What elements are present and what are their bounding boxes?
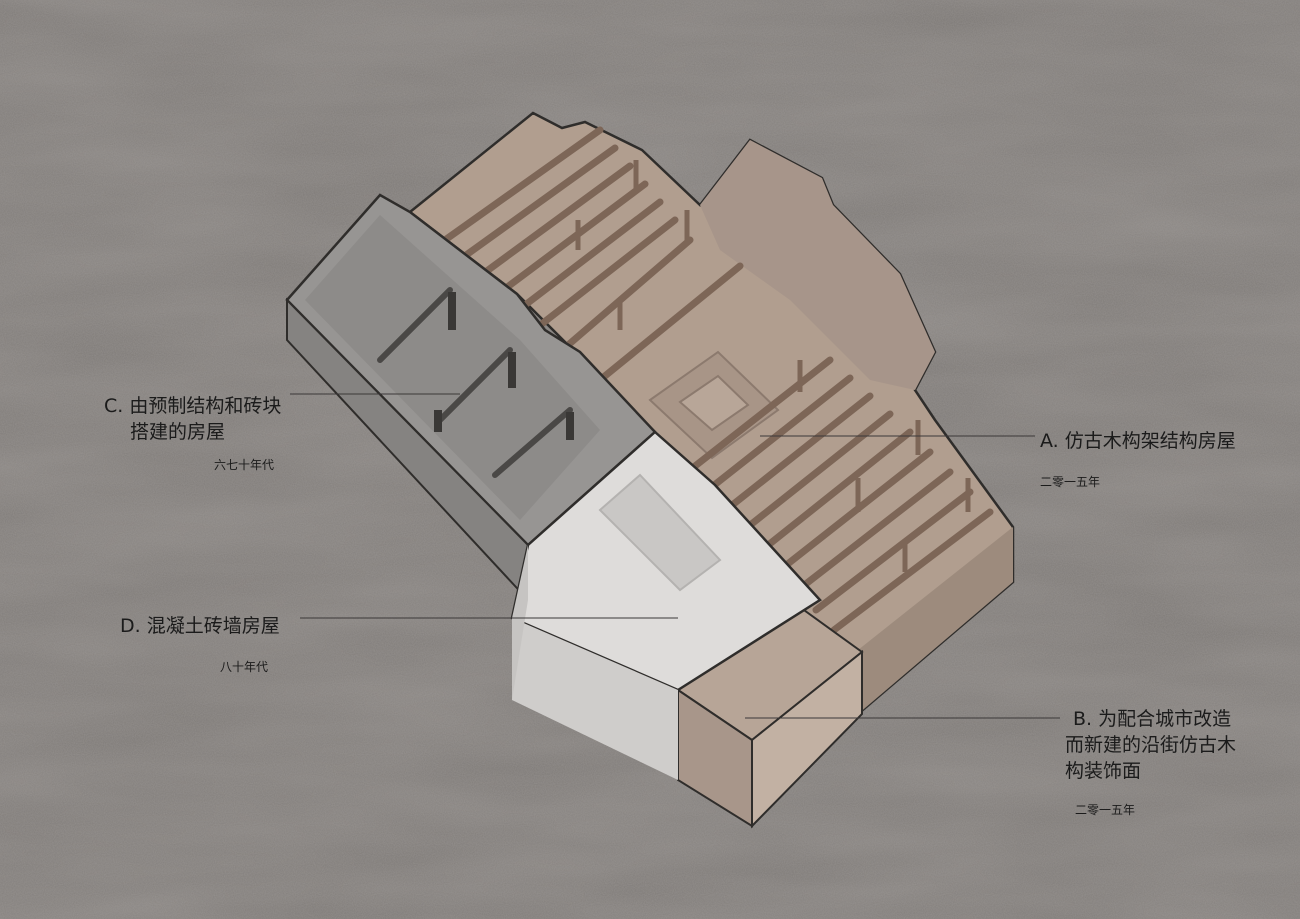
concrete-house-d [300,430,822,780]
prefab-house-c [285,193,657,603]
label-c-era: 六七十年代 [214,458,275,472]
concrete-house-side-wall [512,545,528,700]
label-d-title: D. 混凝土砖墙房屋 [120,615,280,637]
timber-house-right-wing [700,140,935,390]
label-b: B. 为配合城市改造 而新建的沿街仿古木 构装饰面 二零一五年 [1065,706,1236,818]
label-a-era: 二零一五年 [1040,475,1101,489]
concrete-house-front-wall [512,618,678,780]
label-c-title-line1: C. 由预制结构和砖块 [104,395,282,417]
label-b-title-line1: B. 为配合城市改造 [1073,708,1232,730]
prefab-house-inner-floor [305,215,600,520]
label-c: C. 由预制结构和砖块 搭建的房屋 六七十年代 [104,393,281,473]
timber-house-front-wall [858,527,1013,714]
label-b-title-line2: 而新建的沿街仿古木 [1065,734,1237,756]
timber-house-courtyard-inner [678,374,750,432]
label-d-era: 八十年代 [220,660,269,674]
timber-beams [441,126,994,634]
label-c-title-line2: 搭建的房屋 [130,421,226,443]
prefab-columns [434,292,574,440]
facade-side [751,649,863,829]
label-b-title-line3: 构装饰面 [1065,760,1142,782]
label-a: A. 仿古木构架结构房屋 二零一五年 [1040,428,1236,490]
label-d: D. 混凝土砖墙房屋 八十年代 [120,613,280,675]
label-b-era: 二零一五年 [1075,803,1136,817]
label-a-title: A. 仿古木构架结构房屋 [1040,430,1236,452]
timber-columns [575,160,971,572]
prefab-trusses [377,287,573,478]
concrete-house-stair [598,473,722,592]
